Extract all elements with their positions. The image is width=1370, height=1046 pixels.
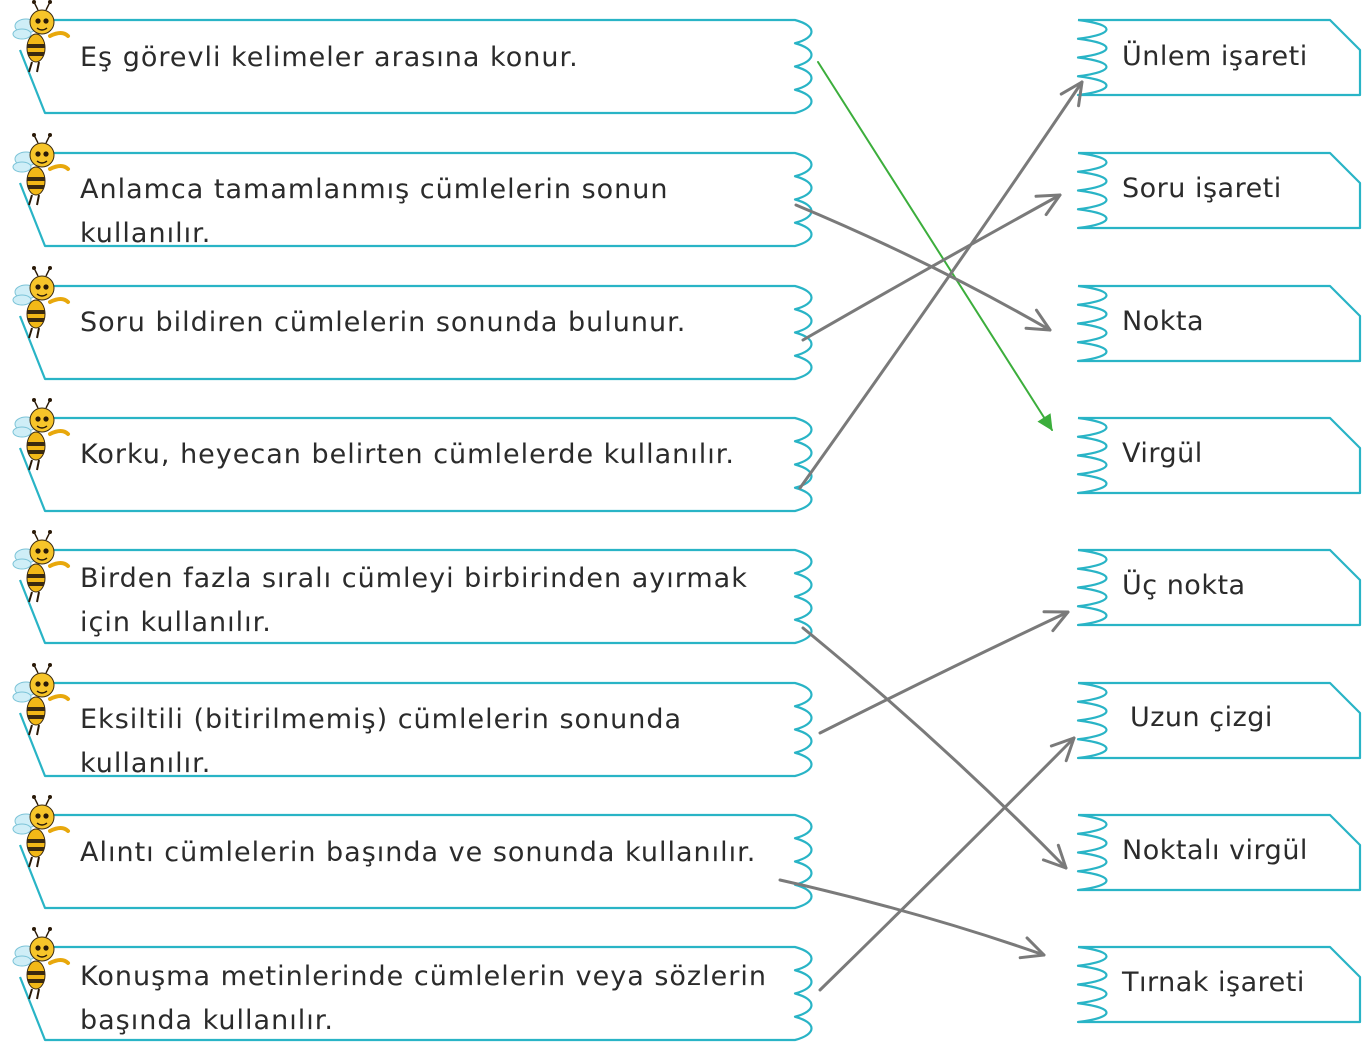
arrowhead-3 — [1034, 193, 1062, 217]
bee-icon — [12, 398, 70, 471]
punctuation-frame-7 — [1076, 813, 1362, 892]
statement-6: Eksiltili (bitirilmemiş) cümlelerin sonu… — [80, 704, 683, 779]
statement-1: Eş görevli kelimeler arasına konur. — [80, 42, 579, 73]
match-line-5 — [801, 626, 1068, 870]
statement-frame-3 — [18, 284, 813, 381]
statement-4: Korku, heyecan belirten cümlelerde kulla… — [80, 439, 735, 470]
arrowhead-1 — [1037, 413, 1053, 431]
punctuation-frame-1 — [1076, 18, 1362, 97]
statement-8: Konuşma metinlerinde cümlelerin veya söz… — [80, 961, 767, 1036]
statement-frame-7 — [18, 813, 813, 910]
punct-uzun-cizgi: Uzun çizgi — [1130, 702, 1273, 733]
punctuation-frame-4 — [1076, 416, 1362, 495]
statement-frame-5 — [18, 548, 813, 645]
statement-frame-4 — [18, 416, 813, 513]
punctuation-frame-3 — [1076, 284, 1362, 363]
arrowhead-6 — [1042, 610, 1070, 633]
match-line-7 — [778, 878, 1046, 957]
punct-virgul: Virgül — [1122, 438, 1203, 469]
punctuation-frame-5 — [1076, 548, 1362, 627]
punctuation-frame-2 — [1076, 151, 1362, 230]
arrowhead-5 — [1041, 843, 1068, 870]
punctuation-frame-8 — [1076, 945, 1362, 1024]
match-line-1 — [817, 61, 1053, 431]
match-line-6 — [818, 610, 1070, 735]
bee-icon — [12, 0, 70, 73]
bee-icon — [12, 663, 70, 736]
statement-7: Alıntı cümlelerin başında ve sonunda kul… — [80, 837, 757, 868]
match-line-4 — [798, 80, 1084, 490]
punctuation-frame-6 — [1076, 681, 1362, 760]
statement-2: Anlamca tamamlanmış cümlelerin sonun kul… — [80, 174, 669, 249]
statement-frame-1 — [18, 18, 813, 115]
bee-icon — [12, 266, 70, 339]
bee-icon — [12, 530, 70, 603]
punct-unlem-isareti: Ünlem işareti — [1122, 41, 1308, 72]
arrowhead-4 — [1059, 80, 1084, 108]
statement-5: Birden fazla sıralı cümleyi birbirinden … — [80, 563, 748, 638]
statement-frame-2 — [18, 151, 813, 248]
bee-icon — [12, 133, 70, 206]
punct-uc-nokta: Üç nokta — [1122, 570, 1246, 601]
bee-icon — [12, 927, 70, 1000]
match-line-2 — [794, 203, 1052, 332]
match-line-3 — [801, 193, 1062, 342]
match-line-8 — [818, 736, 1076, 992]
arrowhead-8 — [1049, 736, 1076, 763]
bee-icon — [12, 795, 70, 868]
punct-soru-isareti: Soru işareti — [1122, 173, 1282, 204]
statement-frame-8 — [18, 945, 813, 1042]
statement-frame-6 — [18, 681, 813, 778]
punct-tirnak-isareti: Tırnak işareti — [1122, 967, 1305, 998]
arrowhead-7 — [1018, 936, 1046, 960]
statement-3: Soru bildiren cümlelerin sonunda bulunur… — [80, 307, 687, 338]
punct-noktali-virgul: Noktalı virgül — [1122, 835, 1308, 866]
punct-nokta: Nokta — [1122, 306, 1204, 337]
arrowhead-2 — [1024, 308, 1052, 332]
